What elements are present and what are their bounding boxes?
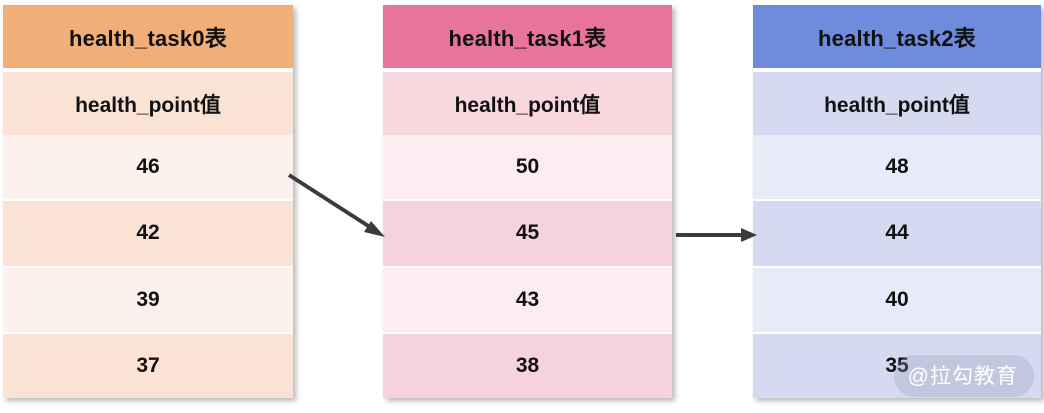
table-row: 39	[3, 265, 293, 332]
table-row: 38	[383, 331, 672, 398]
table-title-health-task0: health_task0表	[3, 5, 293, 68]
arrow-task1-to-task2	[676, 228, 757, 242]
table-row: 45	[383, 199, 672, 266]
arrow-task0-to-task1	[287, 173, 385, 237]
column-header-health-point: health_point值	[753, 72, 1041, 135]
column-header-health-point: health_point值	[3, 72, 293, 135]
row-divider	[753, 68, 1041, 72]
table-row: 40	[753, 265, 1041, 332]
table-row: 48	[753, 135, 1041, 200]
row-divider	[3, 68, 293, 72]
health-task2-table: health_task2表 health_point值 48 44 40 35	[753, 5, 1041, 398]
table-row: 35	[753, 331, 1041, 398]
table-title-health-task2: health_task2表	[753, 5, 1041, 68]
table-row: 42	[3, 199, 293, 266]
row-divider	[383, 68, 672, 72]
table-row: 44	[753, 199, 1041, 266]
health-task0-table: health_task0表 health_point值 46 42 39 37	[3, 5, 293, 398]
column-header-health-point: health_point值	[383, 72, 672, 135]
table-row: 46	[3, 135, 293, 200]
health-task1-table: health_task1表 health_point值 50 45 43 38	[383, 5, 672, 398]
table-title-health-task1: health_task1表	[383, 5, 672, 68]
watermark: @拉勾教育	[893, 355, 1034, 397]
table-row: 43	[383, 265, 672, 332]
table-row: 50	[383, 135, 672, 200]
table-row: 37	[3, 331, 293, 398]
